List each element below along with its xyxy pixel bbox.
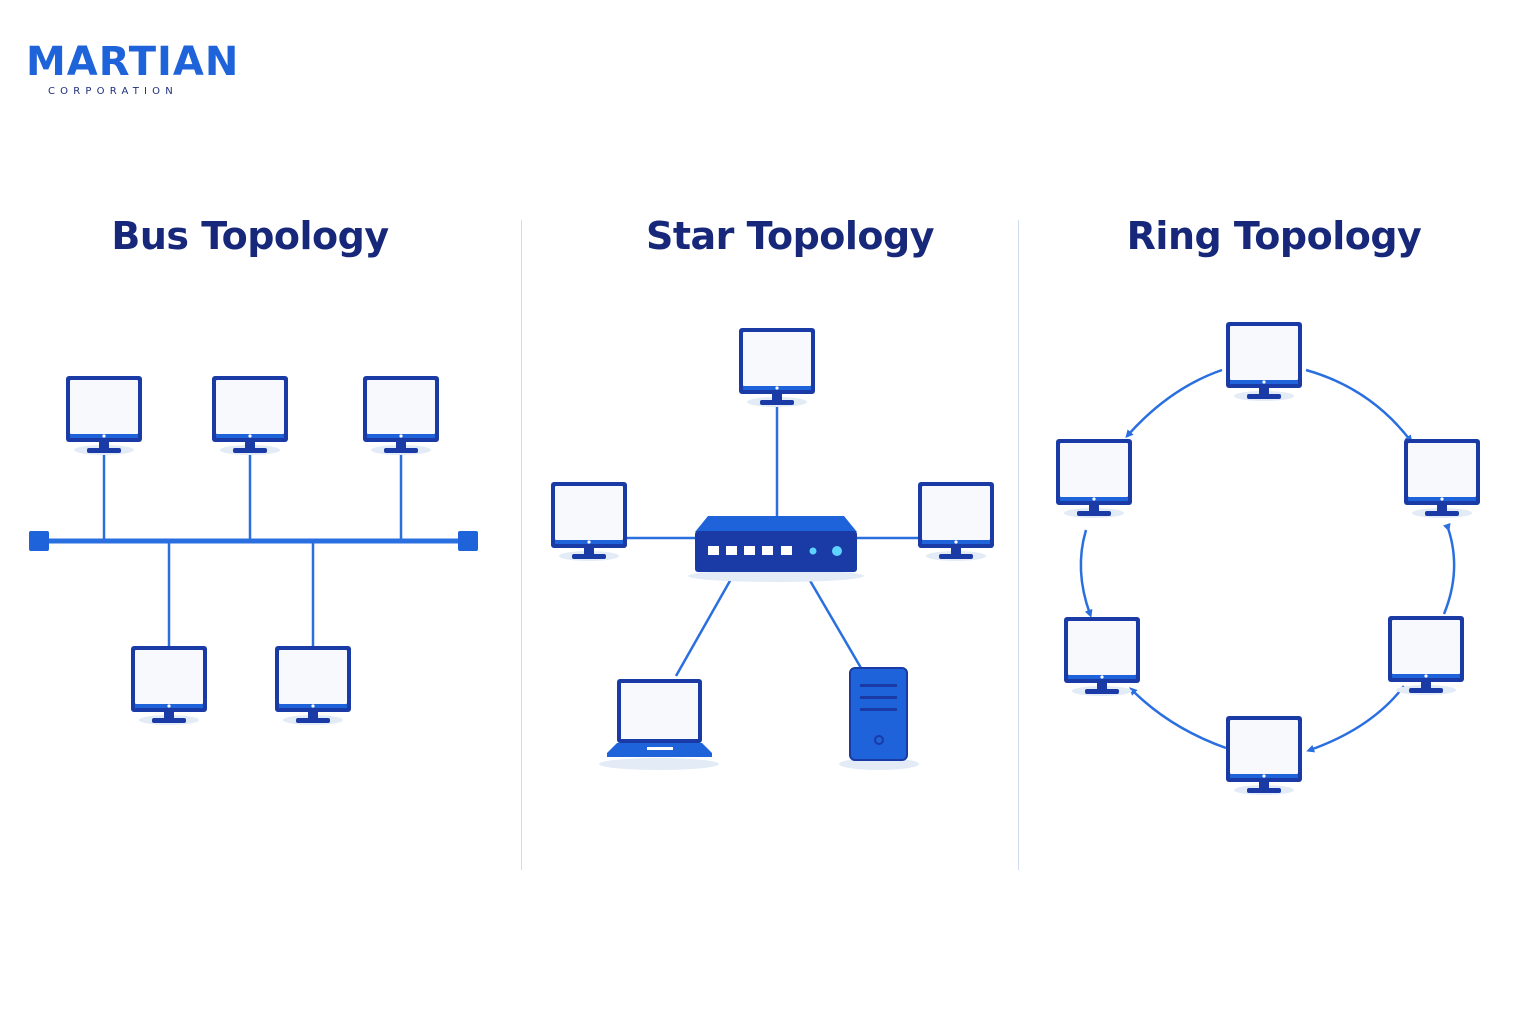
monitor-icon bbox=[212, 376, 288, 455]
ring-link-line bbox=[1306, 685, 1405, 753]
monitor-icon bbox=[1226, 716, 1302, 795]
monitor-icon bbox=[1388, 616, 1464, 695]
monitor-icon bbox=[551, 482, 627, 561]
bus-topology bbox=[29, 376, 478, 725]
laptop-icon bbox=[599, 679, 719, 770]
monitor-icon bbox=[1226, 322, 1302, 401]
monitor-icon bbox=[1056, 439, 1132, 518]
star-link-line bbox=[674, 571, 737, 677]
ring-link-line bbox=[1305, 368, 1413, 444]
panel-divider bbox=[521, 220, 522, 870]
logo-tagline: CORPORATION bbox=[48, 86, 178, 97]
ring-link-line bbox=[1442, 522, 1456, 615]
star-link-line bbox=[803, 571, 863, 669]
server-tower-icon bbox=[839, 667, 919, 770]
monitor-icon bbox=[1404, 439, 1480, 518]
ring-topology bbox=[1056, 322, 1480, 795]
monitor-icon bbox=[363, 376, 439, 455]
company-logo: MARTIAN CORPORATION bbox=[26, 40, 256, 97]
logo-wordmark: MARTIAN bbox=[26, 39, 240, 85]
star-topology bbox=[551, 328, 994, 770]
bus-topology-title: Bus Topology bbox=[111, 214, 389, 258]
ring-topology-title: Ring Topology bbox=[1126, 214, 1422, 258]
monitor-icon bbox=[275, 646, 351, 725]
panel-divider bbox=[1018, 220, 1019, 870]
monitor-icon bbox=[66, 376, 142, 455]
ring-link-line bbox=[1079, 529, 1093, 618]
bus-terminator-icon bbox=[458, 531, 478, 551]
ring-link-line bbox=[1129, 687, 1227, 750]
monitor-icon bbox=[1064, 617, 1140, 696]
bus-terminator-icon bbox=[29, 531, 49, 551]
monitor-icon bbox=[131, 646, 207, 725]
monitor-icon bbox=[739, 328, 815, 407]
ring-link-line bbox=[1125, 368, 1223, 438]
monitor-icon bbox=[918, 482, 994, 561]
network-switch-icon bbox=[688, 516, 864, 582]
star-topology-title: Star Topology bbox=[645, 214, 935, 258]
